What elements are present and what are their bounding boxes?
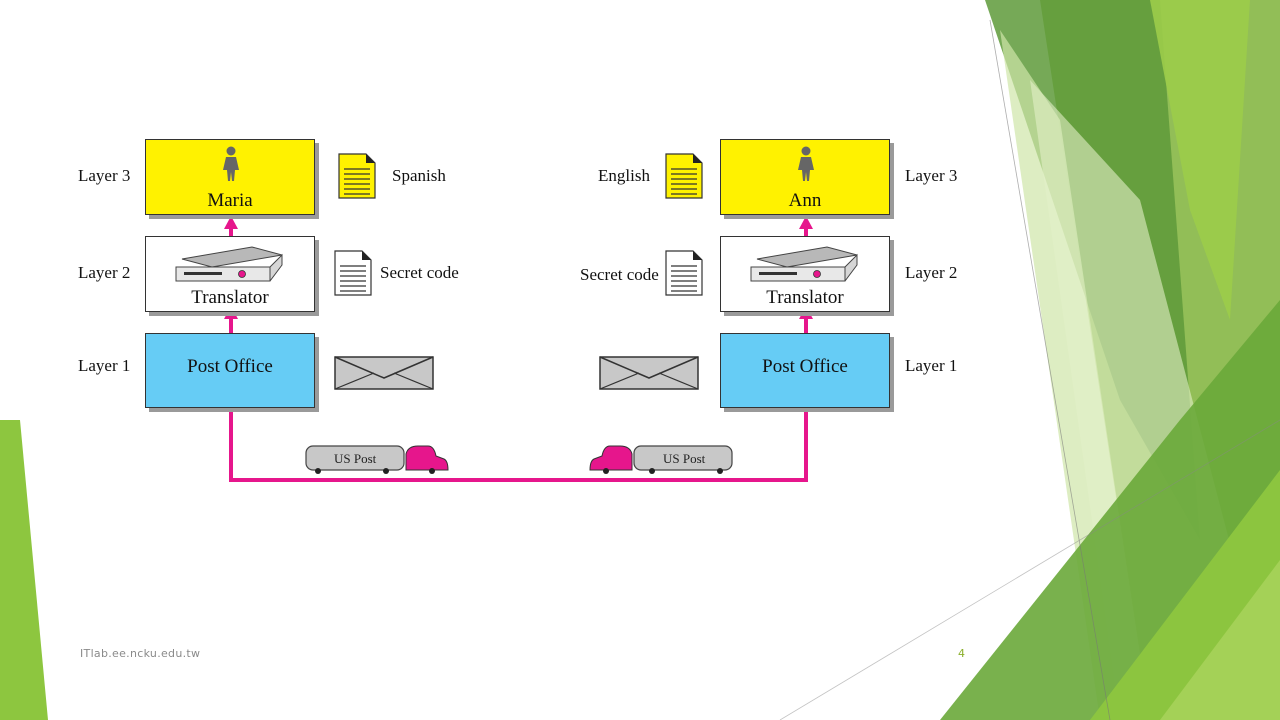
layer-1-label-right: Layer 1 [905, 356, 958, 375]
document-english-icon [665, 153, 703, 199]
post-office-label-right: Post Office [762, 356, 848, 377]
document-spanish-icon [338, 153, 376, 199]
footer-url: ITlab.ee.ncku.edu.tw [80, 647, 201, 660]
translator-device-icon [750, 246, 858, 282]
layer-2-label-left: Layer 2 [78, 263, 131, 282]
ann-box: Ann [720, 139, 890, 215]
layer-2-label-right: Layer 2 [905, 263, 958, 282]
translator-box-right: Translator [720, 236, 890, 312]
up-arrow-left-l1 [224, 306, 238, 319]
envelope-right-icon [599, 356, 699, 390]
page-number: 4 [958, 647, 965, 660]
truck-right-icon [589, 445, 733, 474]
layer-3-label-right: Layer 3 [905, 166, 958, 185]
post-office-box-right: Post Office [720, 333, 890, 408]
translator-box-left: Translator [145, 236, 315, 312]
up-arrow-right-l1 [799, 306, 813, 319]
ann-label: Ann [788, 190, 822, 211]
spanish-label: Spanish [392, 166, 446, 185]
truck-label-right: US Post [663, 451, 706, 466]
maria-label: Maria [207, 190, 253, 211]
english-label: English [598, 166, 650, 185]
truck-label-left: US Post [334, 451, 377, 466]
truck-left-icon [305, 445, 449, 474]
translator-label-right: Translator [766, 287, 844, 308]
post-office-label-left: Post Office [187, 356, 273, 377]
translator-label-left: Translator [191, 287, 269, 308]
up-arrow-left-l2 [224, 216, 238, 229]
post-office-box-left: Post Office [145, 333, 315, 408]
secret-code-label-right: Secret code [580, 265, 659, 284]
layer-1-label-left: Layer 1 [78, 356, 131, 375]
layer-3-label-left: Layer 3 [78, 166, 131, 185]
person-icon [223, 146, 239, 181]
secret-code-label-left: Secret code [380, 263, 459, 282]
envelope-left-icon [334, 356, 434, 390]
person-icon [798, 146, 814, 181]
up-arrow-right-l2 [799, 216, 813, 229]
translator-device-icon [175, 246, 283, 282]
document-secret-code-right-icon [665, 250, 703, 296]
document-secret-code-left-icon [334, 250, 372, 296]
maria-box: Maria [145, 139, 315, 215]
